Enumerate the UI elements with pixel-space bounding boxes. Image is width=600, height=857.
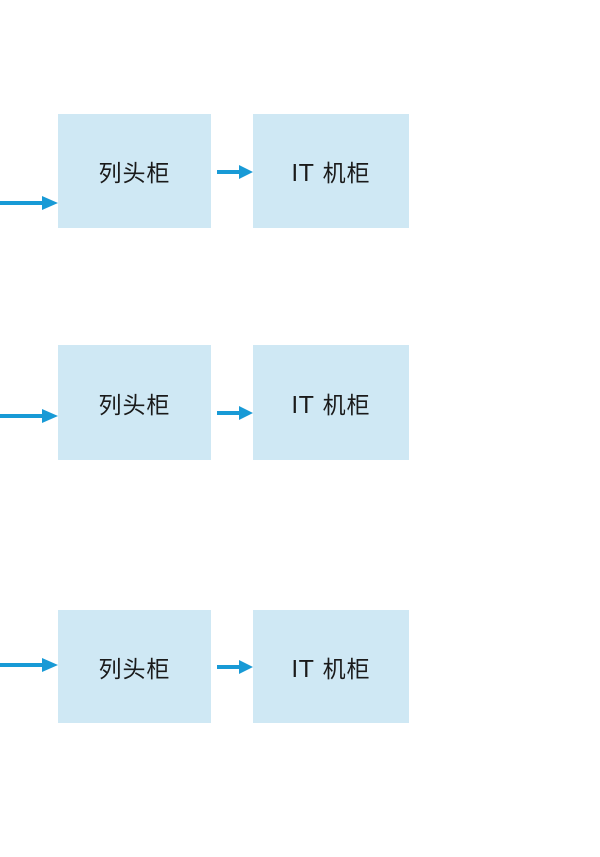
it-cabinet-label: IT 机柜 bbox=[291, 656, 371, 683]
it-cabinet-box: IT 机柜 bbox=[253, 610, 409, 723]
row-head-cabinet-label: 列头柜 bbox=[98, 161, 171, 187]
flow-arrow-icon bbox=[217, 406, 253, 420]
it-cabinet-label: IT 机柜 bbox=[291, 161, 371, 187]
incoming-arrow-icon bbox=[0, 196, 58, 210]
it-cabinet-label: IT 机柜 bbox=[291, 392, 371, 419]
row-head-cabinet-box: 列头柜 bbox=[58, 345, 211, 460]
row-head-cabinet-box: 列头柜 bbox=[58, 114, 211, 228]
it-cabinet-box: IT 机柜 bbox=[253, 345, 409, 460]
row-head-cabinet-box: 列头柜 bbox=[58, 610, 211, 723]
incoming-arrow-icon bbox=[0, 409, 58, 423]
row-head-cabinet-label: 列头柜 bbox=[98, 656, 171, 683]
row-head-cabinet-label: 列头柜 bbox=[98, 392, 171, 419]
flow-arrow-icon bbox=[217, 660, 253, 674]
flow-arrow-icon bbox=[217, 165, 253, 179]
it-cabinet-box: IT 机柜 bbox=[253, 114, 409, 228]
incoming-arrow-icon bbox=[0, 658, 58, 672]
